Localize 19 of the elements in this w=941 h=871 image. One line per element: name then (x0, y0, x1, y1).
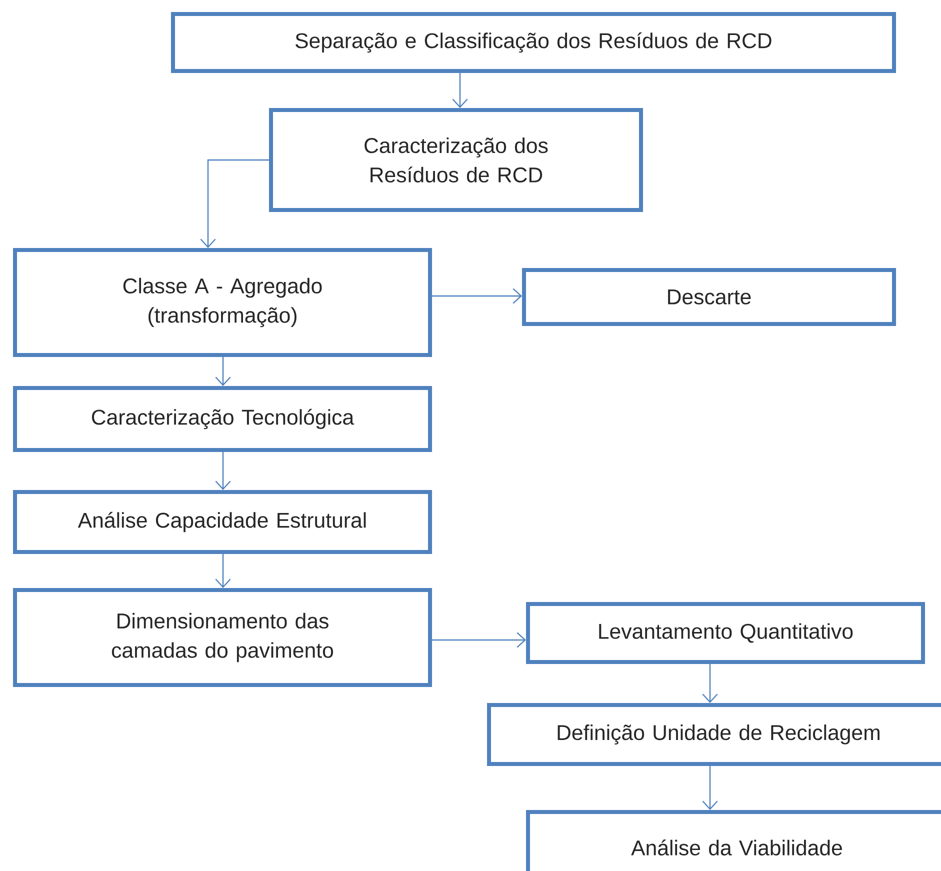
arrow (432, 288, 522, 304)
process-box: Classe A - Agregado (transformação) (13, 248, 432, 357)
process-box: Caracterização dos Resíduos de RCD (269, 108, 643, 212)
process-box: Definição Unidade de Reciclagem (487, 703, 941, 766)
arrow (215, 357, 231, 386)
process-box: Caracterização Tecnológica (13, 386, 432, 452)
arrow (215, 554, 231, 588)
process-box: Separação e Classificação dos Resíduos de RCD (171, 12, 896, 73)
process-box: Dimensionamento das camadas do pavimento (13, 588, 432, 687)
process-box: Descarte (522, 268, 896, 326)
arrow (702, 664, 718, 703)
arrow (432, 632, 526, 648)
process-box: Análise Capacidade Estrutural (13, 490, 432, 554)
arrow (452, 72, 468, 108)
process-box: Análise da Viabilidade (526, 810, 941, 871)
process-box: Levantamento Quantitativo (526, 602, 925, 664)
arrow (200, 159, 269, 248)
arrow (702, 766, 718, 810)
arrow (215, 452, 231, 490)
